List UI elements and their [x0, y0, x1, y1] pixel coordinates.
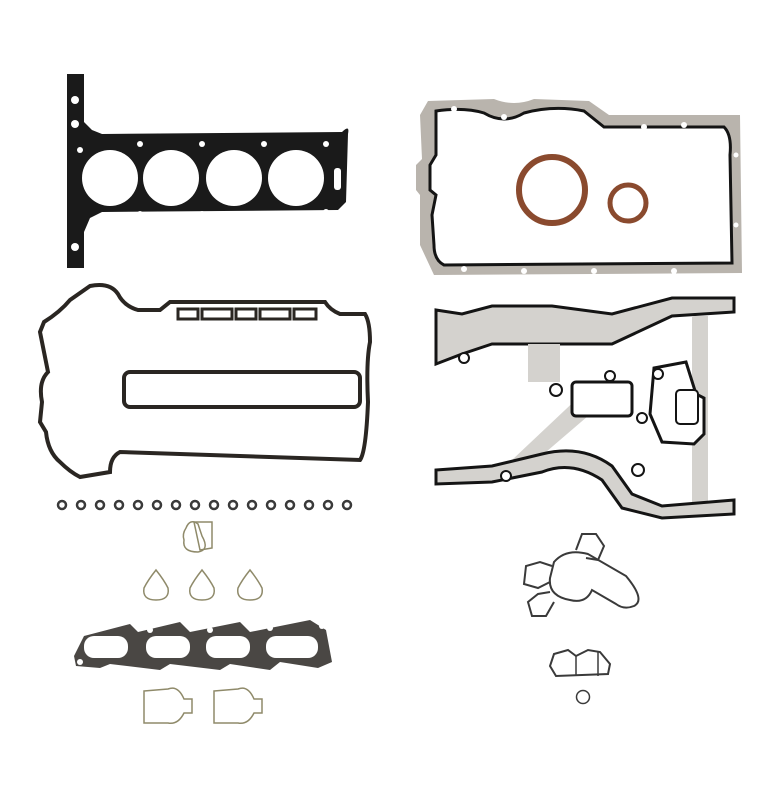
crankshaft-seal-small: [607, 182, 649, 224]
valve-stem-seals: [56, 499, 353, 511]
crankshaft-seal-large: [516, 154, 588, 226]
timing-cover-gasket: [434, 296, 736, 520]
intake-gaskets: [143, 521, 263, 601]
exhaust-manifold-gasket: [74, 620, 332, 670]
valve-cover-gasket: [37, 283, 373, 480]
oil-pan-gasket: [416, 99, 742, 275]
water-pump-gasket: [522, 533, 640, 617]
oil-cooler-gasket: [548, 648, 612, 678]
cylinder-head-gasket: [67, 74, 349, 268]
throttle-gaskets: [143, 687, 263, 725]
small-o-ring: [575, 689, 591, 705]
